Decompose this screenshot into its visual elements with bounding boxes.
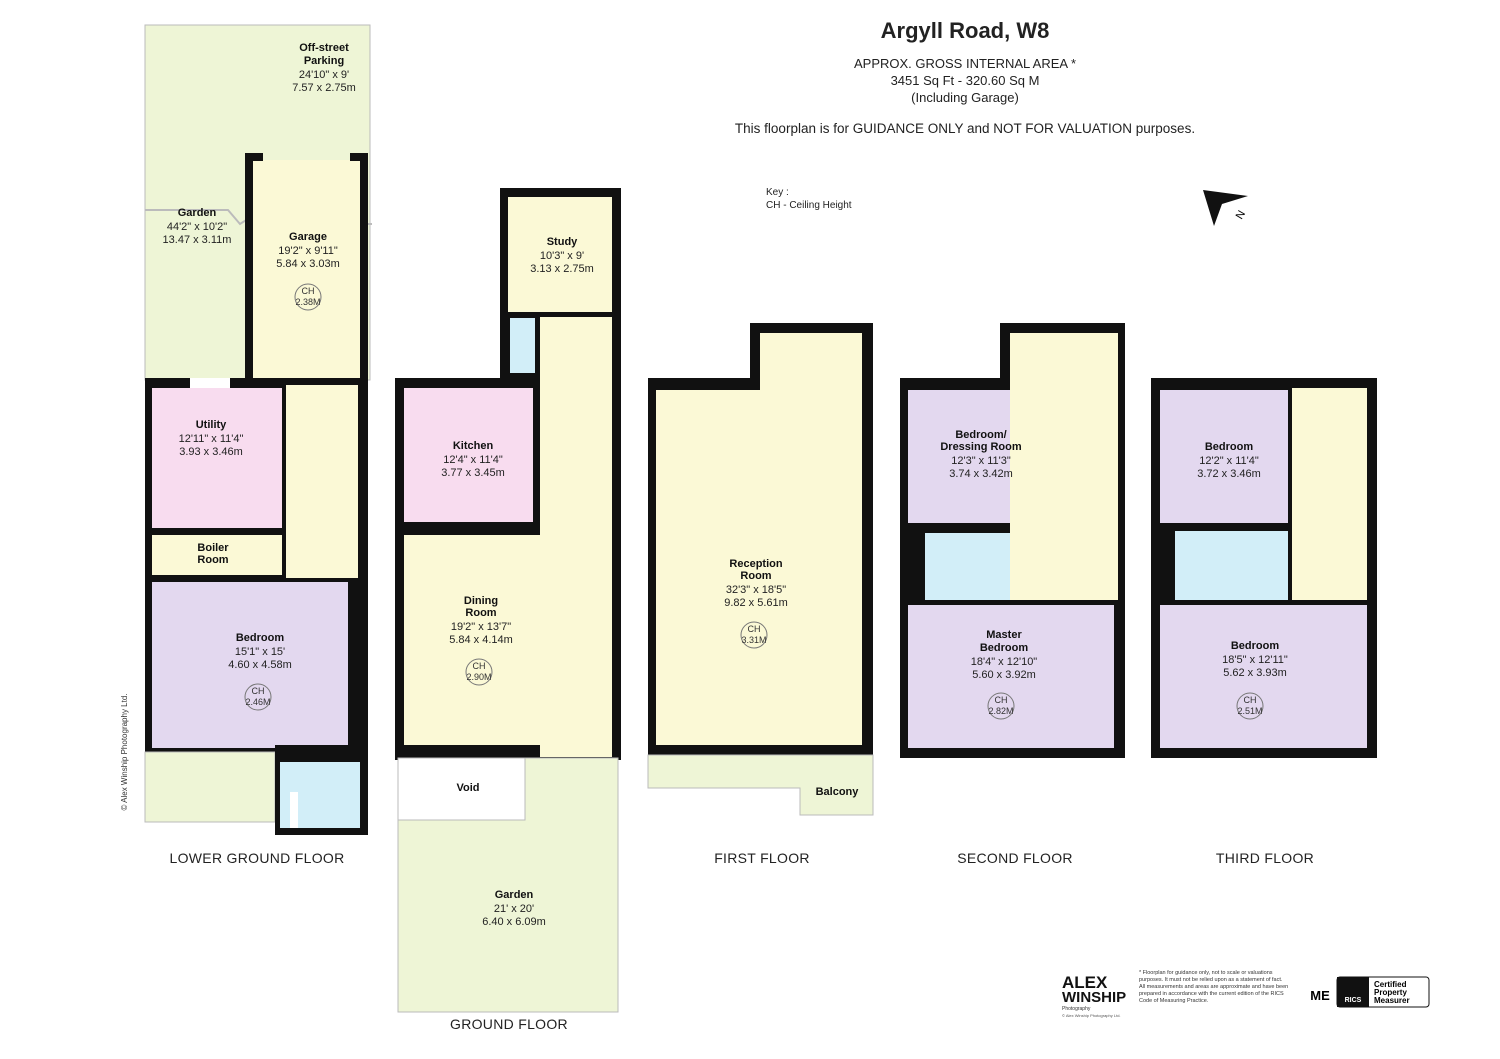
lower-ground-floor (144, 24, 372, 835)
room-name: Balcony (816, 786, 860, 798)
label: 10'3" x 9' (540, 250, 584, 262)
area-label: APPROX. GROSS INTERNAL AREA * (853, 56, 1077, 71)
second-floor (900, 323, 1125, 758)
label: Room (465, 607, 496, 619)
room-name: Bedroom (236, 632, 285, 644)
floor-label: LOWER GROUND FLOOR (170, 850, 345, 866)
label: Photography (1062, 1006, 1091, 1012)
room-name: Kitchen (453, 440, 494, 452)
label: Property (1374, 988, 1407, 997)
room-dim: 13.47 x 3.11m (163, 234, 232, 246)
label: 5.84 x 4.14m (449, 634, 513, 646)
label: 18'5" x 12'11" (1222, 654, 1288, 666)
label: Bedroom (980, 642, 1029, 654)
room-dim: 7.57 x 2.75m (292, 82, 356, 94)
label: 12'4" x 11'4" (443, 454, 503, 466)
side-copyright: © Alex Winship Photography Ltd. (120, 693, 129, 810)
ground-floor (395, 188, 621, 1013)
room-dim: 4.60 x 4.58m (228, 659, 292, 671)
label: 3.31M (741, 635, 766, 645)
room-name: Boiler (197, 542, 229, 554)
room-name: Off-street (299, 42, 349, 54)
key-item: CH - Ceiling Height (766, 200, 852, 211)
rics-badge: RICS Certified Property Measurer (1336, 976, 1430, 1008)
label: CH (748, 624, 761, 634)
room-dim: 19'2" x 9'11" (278, 245, 338, 257)
label: 9.82 x 5.61m (724, 597, 788, 609)
label: Certified (1374, 980, 1407, 989)
label: ALEX (1062, 973, 1108, 992)
label: 3.13 x 2.75m (530, 263, 594, 275)
area-note: (Including Garage) (911, 90, 1019, 105)
label: 12'2" x 11'4" (1199, 455, 1259, 467)
floor-label: GROUND FLOOR (450, 1016, 568, 1032)
floor-label: THIRD FLOOR (1216, 850, 1314, 866)
room-dim: 44'2" x 10'2" (167, 221, 227, 233)
label: 6.40 x 6.09m (482, 916, 546, 928)
first-floor (647, 323, 874, 816)
label: Measurer (1374, 996, 1410, 1005)
room-name: Reception (729, 558, 782, 570)
room-name: Garden (495, 889, 534, 901)
room-name: Room (197, 554, 228, 566)
svg-text:N: N (1234, 209, 1248, 222)
room-dim: 12'11" x 11'4" (179, 433, 244, 445)
label: 32'3" x 18'5" (726, 584, 786, 596)
alex-winship-logo: ALEX WINSHIP Photography © Alex Winship … (1062, 973, 1126, 1018)
label: CH (1244, 695, 1257, 705)
label: Dressing Room (940, 441, 1022, 453)
room-dim: 3.93 x 3.46m (179, 446, 243, 458)
label: 21' x 20' (494, 903, 534, 915)
label: 2.46M (245, 697, 270, 707)
room-name: Study (547, 236, 578, 248)
room-name: Void (456, 782, 479, 794)
disclaimer: This floorplan is for GUIDANCE ONLY and … (734, 121, 1196, 136)
page-title: Argyll Road, W8 (880, 18, 1050, 43)
room-name: Bedroom/ (955, 429, 1006, 441)
label: 2.51M (1237, 706, 1262, 716)
room-name: Dining (464, 595, 498, 607)
room-dim: 24'10" x 9' (299, 69, 349, 81)
label: 18'4" x 12'10" (971, 656, 1038, 668)
label: 5.62 x 3.93m (1223, 667, 1287, 679)
label: 12'3" x 11'3" (951, 455, 1011, 467)
compass-icon: N (1203, 190, 1248, 226)
label: 19'2" x 13'7" (451, 621, 511, 633)
room-name: Parking (304, 55, 344, 67)
me-logo: ME (1310, 988, 1330, 1003)
footer-notice: * Floorplan for guidance only, not to sc… (1139, 970, 1289, 1004)
label: WINSHIP (1062, 989, 1126, 1006)
label: 3.77 x 3.45m (441, 467, 505, 479)
room-name: Bedroom (1231, 640, 1280, 652)
room-dim: 15'1" x 15' (235, 646, 285, 658)
area-value: 3451 Sq Ft - 320.60 Sq M (890, 73, 1040, 88)
ch-label: CH (302, 286, 315, 296)
floor-label: FIRST FLOOR (714, 850, 810, 866)
label: CH (252, 686, 265, 696)
floor-label: SECOND FLOOR (957, 850, 1073, 866)
room-name: Garden (178, 207, 217, 219)
label: © Alex Winship Photography Ltd. (1062, 1013, 1121, 1018)
key-title: Key : (766, 187, 789, 198)
label: 3.72 x 3.46m (1197, 468, 1261, 480)
room-name: Bedroom (1205, 441, 1254, 453)
label: CH (473, 661, 486, 671)
label: RICS (1345, 997, 1362, 1004)
third-floor (1151, 378, 1377, 758)
label: 2.90M (466, 672, 491, 682)
label: 5.60 x 3.92m (972, 669, 1036, 681)
label: CH (995, 695, 1008, 705)
label: 3.74 x 3.42m (949, 468, 1013, 480)
room-name: Utility (196, 419, 227, 431)
room-dim: 5.84 x 3.03m (276, 258, 340, 270)
room-name: Master (986, 629, 1022, 641)
room-name: Garage (289, 231, 327, 243)
ch-value: 2.38M (295, 297, 320, 307)
label: 2.82M (988, 706, 1013, 716)
label: Room (740, 570, 771, 582)
